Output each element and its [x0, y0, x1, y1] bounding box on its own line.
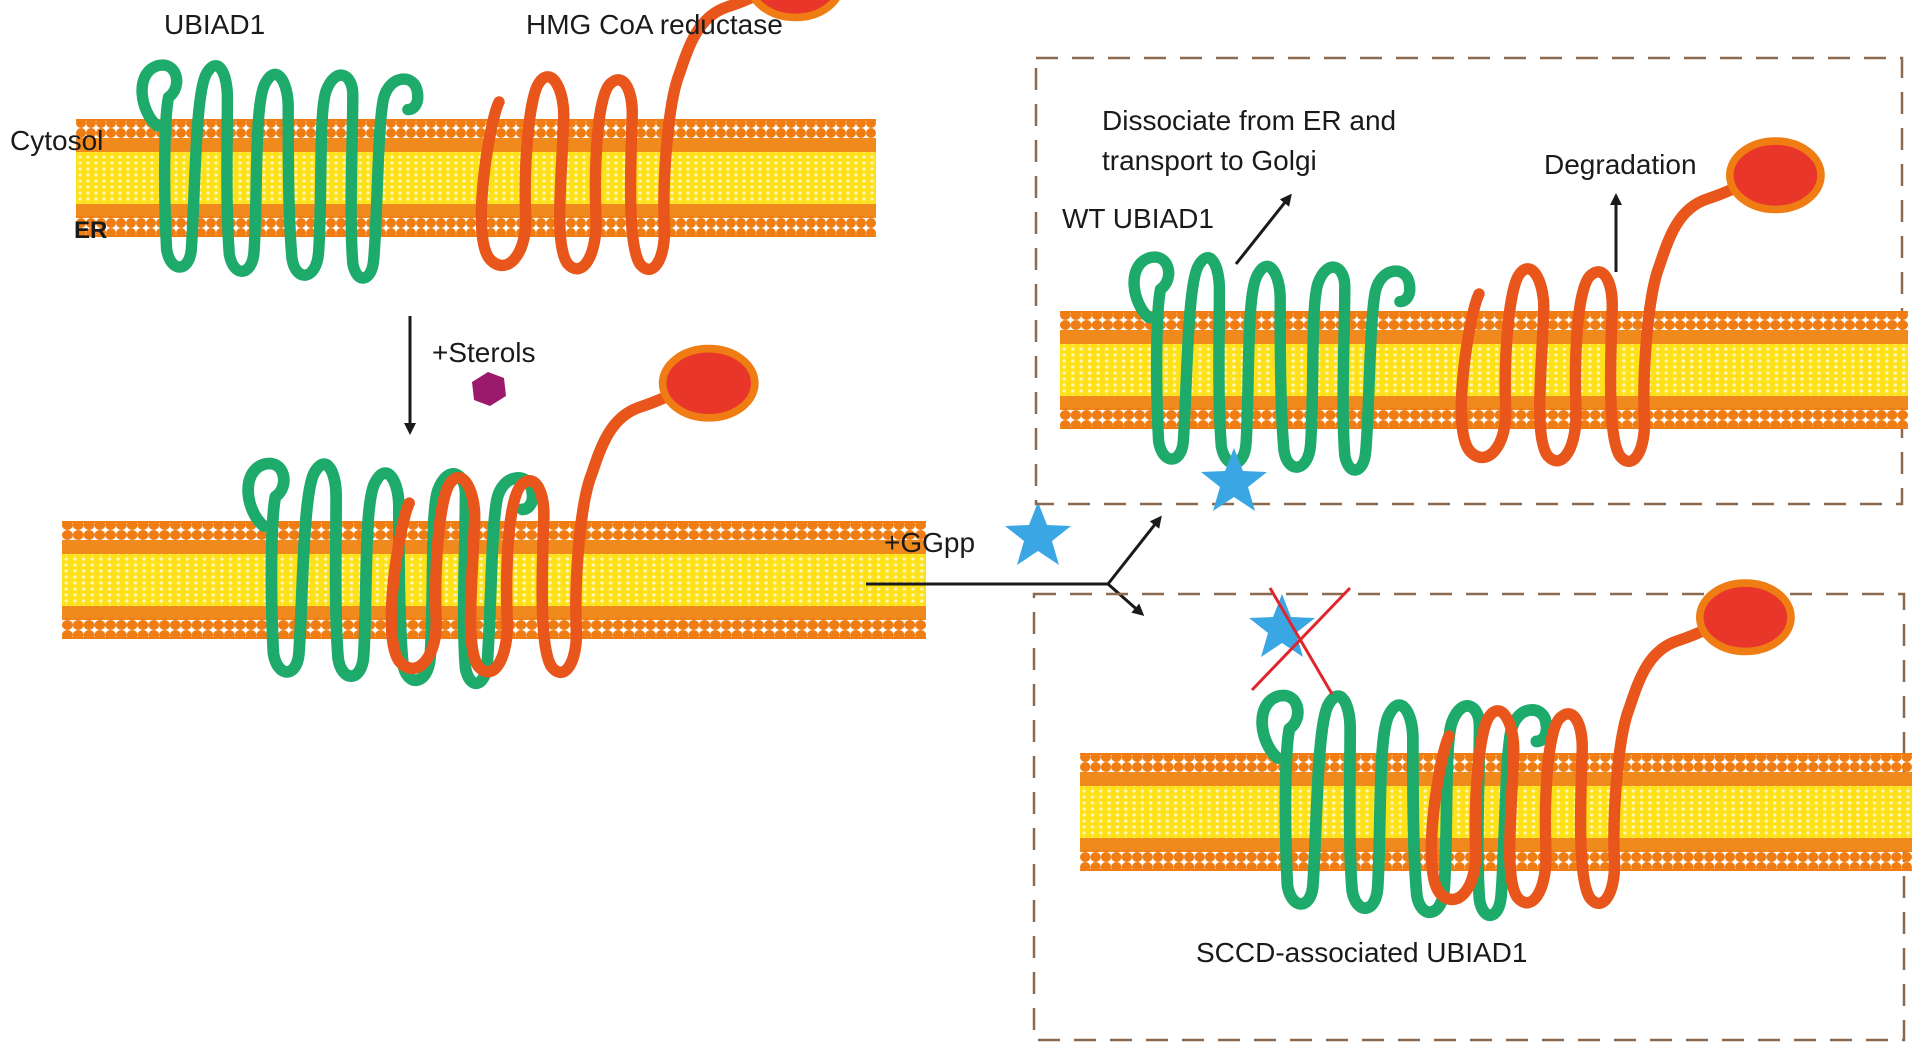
panel-basal — [75, 0, 877, 278]
dissociate-arrow — [1234, 193, 1292, 265]
wt-panel-box — [1034, 56, 1904, 506]
ggpp-branch-up-arrow — [1106, 515, 1162, 585]
ggpp-bound-star-icon — [1201, 448, 1267, 511]
dissociate-label-line1: Dissociate from ER and — [1102, 105, 1396, 136]
wt-ubiad1-label: WT UBIAD1 — [1062, 203, 1214, 234]
panel-wt — [1058, 141, 1910, 470]
dissociate-label-line2: transport to Golgi — [1102, 145, 1317, 176]
cytosol-label: Cytosol — [10, 125, 103, 156]
er-label: ER — [74, 217, 107, 244]
sccd-ubiad1-label: SCCD-associated UBIAD1 — [1196, 937, 1527, 968]
ggpp-label: +GGpp — [884, 527, 975, 558]
degradation-label: Degradation — [1544, 149, 1697, 180]
panel-sccd — [1078, 583, 1913, 915]
ggpp-star-icon — [1005, 502, 1071, 565]
hmgcr-label: HMG CoA reductase — [526, 9, 783, 40]
er-membrane-4 — [1078, 752, 1913, 872]
sterols-label: +Sterols — [432, 337, 536, 368]
ubiad1-label-top: UBIAD1 — [164, 9, 265, 40]
ggpp-branch-down-arrow — [1107, 582, 1145, 616]
sterol-hexagon-icon — [472, 372, 506, 406]
blocked-cross-icon — [1250, 586, 1352, 695]
